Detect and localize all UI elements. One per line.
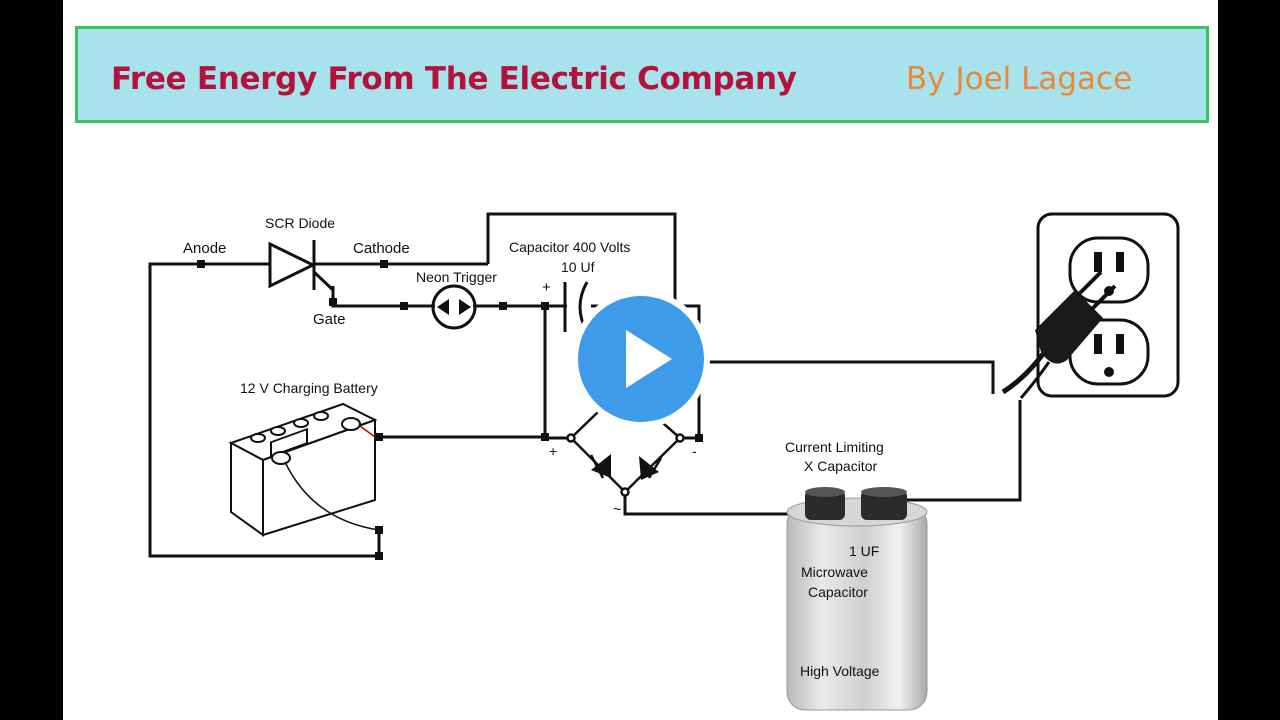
- x-capacitor-title-line1: Current Limiting: [785, 439, 884, 455]
- x-capacitor-type-line1: Microwave: [801, 564, 868, 580]
- neon-trigger-symbol: [429, 284, 479, 330]
- x-capacitor-type-line2: Capacitor: [808, 584, 868, 600]
- neon-trigger-label: Neon Trigger: [416, 269, 497, 285]
- play-button[interactable]: [570, 288, 712, 430]
- x-capacitor-value: 1 UF: [849, 543, 879, 559]
- circuit-diagram: SCR Diode Anode Cathode Gate Neon Trigge…: [148, 212, 1180, 711]
- author-credit: By Joel Lagace: [906, 61, 1133, 97]
- cathode-label: Cathode: [353, 240, 410, 257]
- title-banner: Free Energy From The Electric Company By…: [75, 26, 1209, 123]
- x-capacitor-voltage: High Voltage: [800, 663, 880, 679]
- capacitor-title-label: Capacitor 400 Volts: [509, 239, 630, 255]
- anode-label: Anode: [183, 240, 226, 257]
- battery-label: 12 V Charging Battery: [240, 380, 378, 396]
- capacitor-value-label: 10 Uf: [561, 259, 595, 275]
- bridge-ac-label: ~: [613, 501, 621, 517]
- charging-battery: [228, 402, 380, 537]
- page-title: Free Energy From The Electric Company: [111, 61, 797, 97]
- power-plug: [1001, 270, 1117, 399]
- bridge-minus-label: -: [692, 443, 697, 459]
- play-icon: [626, 330, 672, 388]
- capacitor-plus-label: +: [542, 279, 551, 296]
- gate-label: Gate: [313, 311, 346, 328]
- video-frame: Free Energy From The Electric Company By…: [63, 0, 1218, 720]
- scr-diode-label: SCR Diode: [265, 215, 335, 231]
- x-capacitor-title-line2: X Capacitor: [804, 458, 877, 474]
- bridge-plus-label: +: [549, 443, 557, 459]
- wall-outlet: [1036, 212, 1180, 398]
- scr-diode-symbol: [268, 240, 335, 292]
- microwave-x-capacitor: [786, 487, 928, 711]
